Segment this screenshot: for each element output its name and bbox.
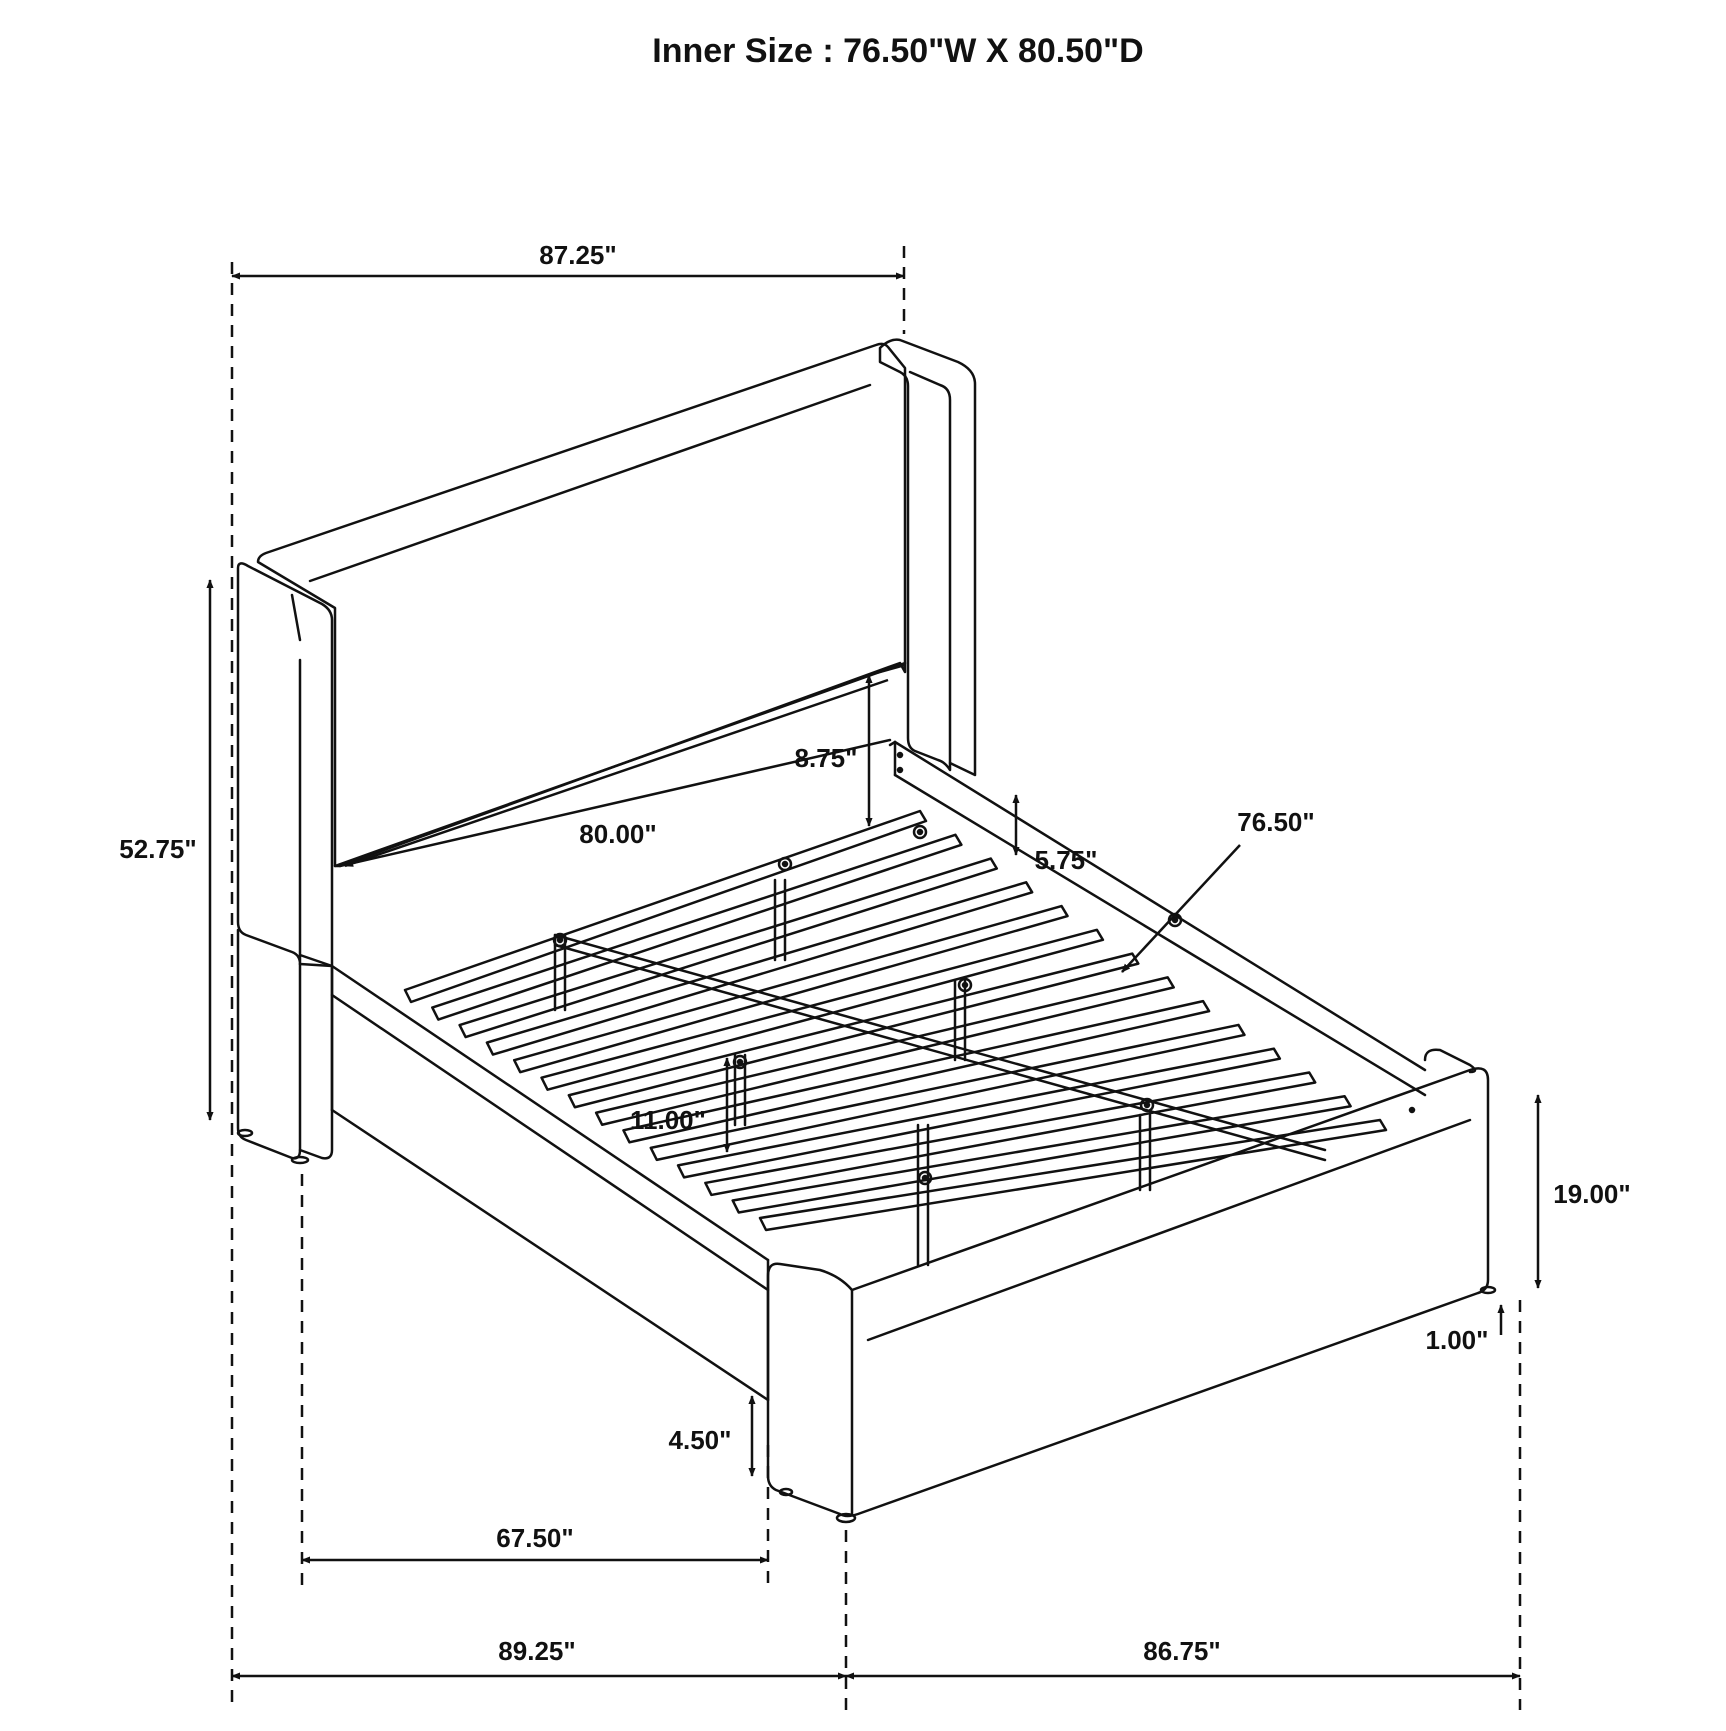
slat	[704, 1071, 1317, 1197]
dim-headboard-width: 87.25"	[539, 240, 616, 270]
bed-frame	[330, 738, 1497, 1524]
dim-leg-height: 1.00"	[1426, 1325, 1489, 1355]
headboard-inner-width-line	[344, 678, 889, 868]
bolt-center	[556, 936, 564, 944]
extension-lines	[230, 246, 1522, 1710]
bolt-center	[736, 1058, 744, 1066]
slat	[731, 1094, 1352, 1214]
dim-footboard-height: 19.00"	[1553, 1179, 1630, 1209]
slat	[458, 857, 999, 1039]
slat	[676, 1047, 1282, 1179]
dim-under-clearance: 4.50"	[669, 1425, 732, 1455]
slat	[512, 904, 1069, 1074]
right-wing-post	[878, 338, 977, 777]
slat	[485, 881, 1034, 1056]
inner-width-leader	[1121, 844, 1241, 973]
slat	[758, 1118, 1388, 1232]
slat	[567, 952, 1140, 1109]
dim-headboard-clearance: 8.75"	[795, 743, 858, 773]
dim-headboard-inner-width: 80.00"	[579, 819, 656, 849]
bolt-marker	[917, 1170, 933, 1186]
dim-overall-height: 52.75"	[119, 834, 196, 864]
slat	[622, 999, 1211, 1144]
left-wing-post	[236, 562, 334, 1165]
dim-slat-height: 11.00"	[630, 1105, 706, 1135]
bolt-center	[1171, 916, 1179, 924]
bolt-center	[921, 1174, 929, 1182]
bolt-center	[916, 828, 924, 836]
bolt-marker	[777, 856, 793, 872]
dim-rail-height: 5.75"	[1035, 845, 1098, 875]
bolt-marker	[732, 1054, 748, 1070]
slat	[403, 809, 928, 1004]
bolt-center	[961, 981, 969, 989]
slat-group	[403, 809, 1388, 1232]
bolt-marker	[1139, 1097, 1155, 1113]
slat	[540, 928, 1105, 1091]
dim-inner-width: 76.50"	[1237, 807, 1314, 837]
diagram-title: Inner Size : 76.50"W X 80.50"D	[652, 32, 1143, 70]
dim-overall-length: 89.25"	[498, 1636, 575, 1666]
dim-overall-width: 86.75"	[1143, 1636, 1220, 1666]
bolt-center	[1143, 1101, 1151, 1109]
slat	[594, 976, 1175, 1127]
bolt-marker	[912, 824, 928, 840]
slat	[649, 1023, 1246, 1162]
slat	[431, 833, 963, 1021]
dim-side-rail-length: 67.50"	[496, 1523, 573, 1553]
bolt-center	[781, 860, 789, 868]
bolt-marker	[957, 977, 973, 993]
bolt-marker	[552, 932, 568, 948]
headboard	[256, 342, 907, 868]
